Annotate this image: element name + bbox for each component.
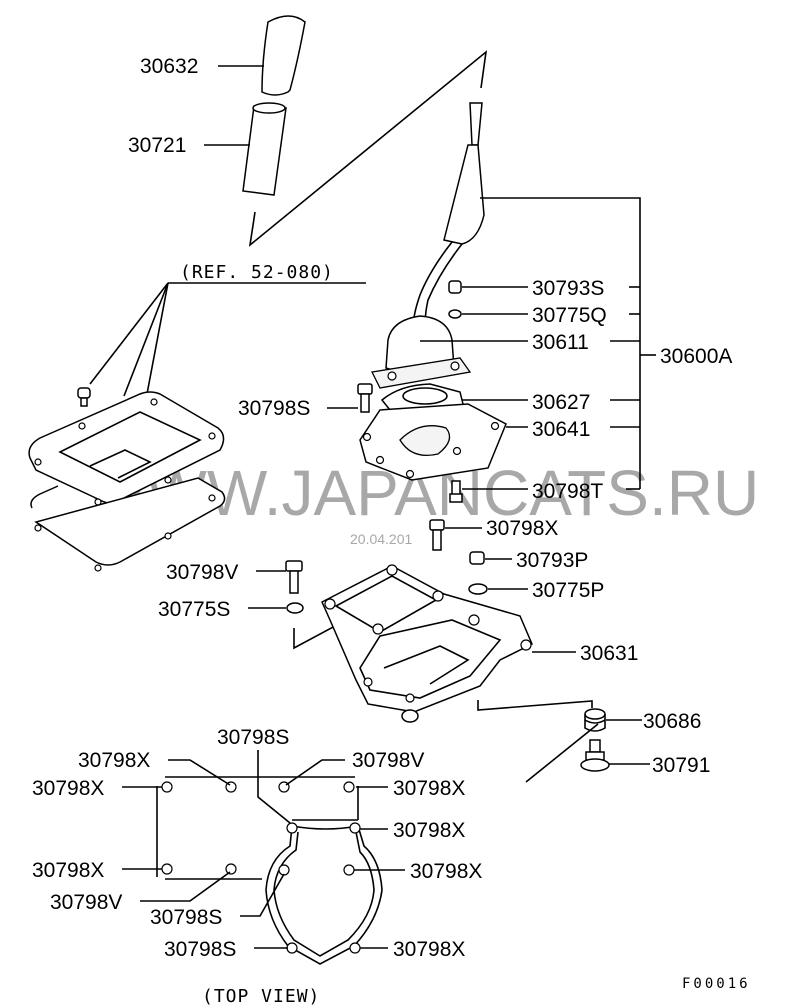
clip-part — [77, 387, 91, 407]
part-label-30775S[interactable]: 30775S — [158, 598, 230, 621]
tv-label-30798S-c[interactable]: 30798S — [164, 938, 236, 961]
washer-30775s-icon — [286, 602, 304, 614]
assembly-label-30600A[interactable]: 30600A — [660, 345, 732, 368]
part-label-30775Q[interactable]: 30775Q — [532, 304, 607, 327]
bolt-30798s-icon — [357, 383, 373, 413]
part-label-30686[interactable]: 30686 — [643, 710, 701, 733]
bolt-30798t-icon — [449, 480, 463, 503]
gasket-30627-part — [380, 383, 465, 411]
figure-code: F00016 — [682, 976, 751, 992]
part-label-30641[interactable]: 30641 — [532, 418, 590, 441]
part-label-30793P[interactable]: 30793P — [516, 549, 588, 572]
tv-leader-2 — [285, 759, 345, 786]
tv-leader-0 — [257, 750, 291, 824]
plug-30791-icon — [580, 739, 610, 772]
tv-label-30798S-top[interactable]: 30798S — [217, 726, 289, 749]
part-label-30791[interactable]: 30791 — [652, 754, 710, 777]
bolt-30798x-icon — [429, 519, 445, 551]
spring-30686-icon — [584, 708, 606, 732]
tv-label-30798X-b[interactable]: 30798X — [32, 777, 104, 800]
part-label-30798S[interactable]: 30798S — [238, 397, 310, 420]
watermark-date: 20.04.201 — [350, 531, 412, 547]
guide-line-lower-right — [477, 700, 593, 711]
tv-leader-8 — [140, 871, 231, 902]
washer-30775p-icon — [468, 583, 488, 595]
tv-label-30798X-f[interactable]: 30798X — [410, 860, 482, 883]
washer-30775q-icon — [448, 309, 462, 319]
nut-30793s-icon — [448, 280, 462, 294]
tv-label-30798S-b[interactable]: 30798S — [150, 906, 222, 929]
tv-label-30798V-a[interactable]: 30798V — [352, 749, 424, 772]
tv-label-30798X-d[interactable]: 30798X — [393, 819, 465, 842]
top-view-caption: (TOP VIEW) — [202, 986, 320, 1007]
knob-part — [261, 15, 306, 96]
shift-lever — [412, 102, 485, 329]
tv-label-30798X-e[interactable]: 30798X — [32, 859, 104, 882]
bolt-30798v-icon — [285, 560, 303, 594]
guide-line — [248, 50, 488, 247]
sleeve-part — [242, 102, 287, 196]
assembly-bracket — [480, 197, 641, 489]
part-label-30798V[interactable]: 30798V — [166, 561, 238, 584]
part-label-30627[interactable]: 30627 — [532, 391, 590, 414]
part-label-30798X[interactable]: 30798X — [486, 517, 558, 540]
reference-label[interactable]: (REF. 52-080) — [180, 262, 334, 283]
nut-30793p-icon — [469, 551, 485, 565]
part-label-30631[interactable]: 30631 — [580, 642, 638, 665]
tv-label-30798X-c[interactable]: 30798X — [393, 777, 465, 800]
part-label-30798T[interactable]: 30798T — [532, 480, 603, 503]
tv-label-30798X-a[interactable]: 30798X — [78, 749, 150, 772]
ref-arrow-1 — [89, 282, 169, 385]
part-label-30632[interactable]: 30632 — [140, 55, 198, 78]
part-label-30611[interactable]: 30611 — [532, 331, 589, 354]
tv-leader-1 — [168, 759, 231, 786]
plate-30641-part — [359, 403, 507, 481]
tv-label-30798X-g[interactable]: 30798X — [393, 938, 465, 961]
top-view — [156, 776, 383, 965]
lever-housing-part — [371, 315, 472, 389]
guide-line-spring — [525, 723, 599, 783]
case-30631-part — [321, 564, 533, 723]
tv-label-30798V-b[interactable]: 30798V — [50, 891, 122, 914]
part-label-30793S[interactable]: 30793S — [532, 277, 604, 300]
console-frame-part — [28, 391, 226, 572]
ref-arrow-2 — [123, 282, 169, 397]
tv-leader-9 — [240, 873, 285, 917]
part-label-30721[interactable]: 30721 — [128, 134, 186, 157]
part-label-30775P[interactable]: 30775P — [532, 579, 604, 602]
